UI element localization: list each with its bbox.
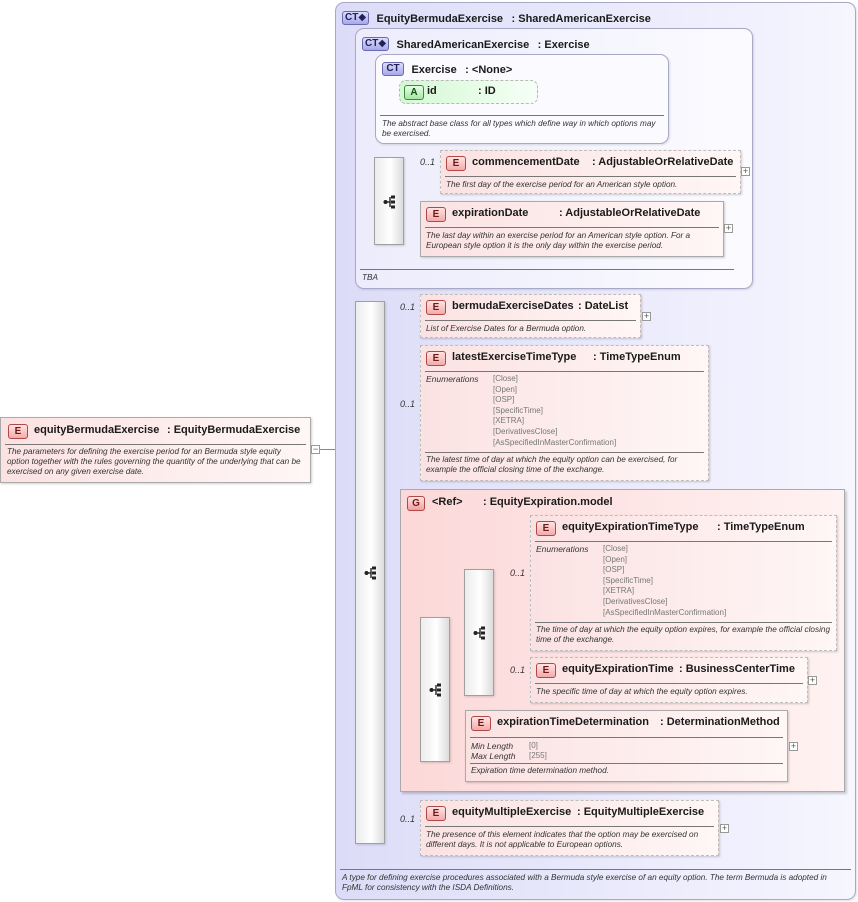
shared-type-header: CT◆ SharedAmericanExercise : Exercise bbox=[362, 35, 590, 53]
expand-toggle[interactable]: + bbox=[642, 311, 651, 321]
attribute-type: : ID bbox=[478, 85, 496, 97]
attribute-id[interactable]: A id : ID bbox=[399, 80, 538, 104]
sequence-compositor-group[interactable] bbox=[420, 617, 450, 762]
sequence-compositor-shared[interactable] bbox=[374, 157, 404, 245]
element-name: commencementDate bbox=[472, 156, 580, 168]
element-name: equityExpirationTimeType bbox=[562, 521, 699, 533]
element-type: : DateList bbox=[578, 300, 629, 312]
element-icon: E bbox=[536, 521, 556, 536]
element-expiration-time-determination[interactable]: E expirationTimeDetermination : Determin… bbox=[465, 710, 788, 782]
cardinality-label: 0..1 bbox=[510, 665, 526, 675]
complex-type-icon: CT◆ bbox=[342, 10, 370, 25]
element-icon: E bbox=[446, 156, 466, 171]
element-type: : AdjustableOrRelativeDate bbox=[592, 156, 734, 168]
element-name: bermudaExerciseDates bbox=[452, 300, 574, 312]
element-icon: E bbox=[426, 806, 446, 821]
root-type-header: CT◆ EquityBermudaExercise : SharedAmeric… bbox=[342, 9, 651, 27]
element-description: The parameters for defining the exercise… bbox=[7, 447, 301, 476]
element-name: equityBermudaExercise bbox=[34, 424, 160, 436]
exercise-type-name: Exercise bbox=[411, 64, 457, 76]
element-icon: E bbox=[471, 716, 491, 731]
element-equity-expiration-time-type[interactable]: E equityExpirationTimeType : TimeTypeEnu… bbox=[530, 515, 837, 651]
cardinality-label: 0..1 bbox=[420, 157, 436, 167]
element-type: : EquityBermudaExercise bbox=[167, 424, 301, 436]
attribute-name: id bbox=[427, 85, 437, 97]
element-description: The first day of the exercise period for… bbox=[446, 180, 678, 189]
complex-type-icon: CT bbox=[382, 61, 404, 76]
exercise-type-description: The abstract base class for all types wh… bbox=[382, 119, 656, 138]
facet-min-length-label: Min Length bbox=[471, 741, 514, 751]
element-expiration-date[interactable]: E expirationDate : AdjustableOrRelativeD… bbox=[420, 201, 724, 257]
enumerations-label: Enumerations bbox=[536, 544, 589, 554]
element-icon: E bbox=[426, 207, 446, 222]
sequence-compositor-icon bbox=[429, 683, 441, 697]
element-type: : AdjustableOrRelativeDate bbox=[559, 207, 701, 219]
facet-min-length-value: [0] bbox=[529, 741, 538, 750]
shared-type-name: SharedAmericanExercise bbox=[396, 39, 530, 51]
complex-type-icon: CT◆ bbox=[362, 36, 390, 51]
element-icon: E bbox=[8, 424, 28, 439]
enumeration-list: [Close] [Open] [OSP] [SpecificTime] [XET… bbox=[603, 544, 727, 617]
element-name: expirationDate bbox=[452, 207, 529, 219]
sequence-compositor-expiration[interactable] bbox=[464, 569, 494, 696]
cardinality-label: 0..1 bbox=[400, 814, 416, 824]
sequence-compositor-main[interactable] bbox=[355, 301, 385, 844]
element-name: equityExpirationTime bbox=[562, 663, 674, 675]
cardinality-label: 0..1 bbox=[510, 568, 526, 578]
group-name: : EquityExpiration.model bbox=[483, 496, 613, 508]
element-icon: E bbox=[426, 300, 446, 315]
element-description: Expiration time determination method. bbox=[471, 766, 609, 775]
expand-toggle[interactable]: + bbox=[724, 223, 733, 233]
element-description: The time of day at which the equity opti… bbox=[536, 625, 830, 644]
element-bermuda-exercise-dates[interactable]: E bermudaExerciseDates : DateList List o… bbox=[420, 294, 641, 338]
sequence-compositor-icon bbox=[473, 626, 485, 640]
element-icon: E bbox=[536, 663, 556, 678]
element-name: equityMultipleExercise bbox=[452, 806, 572, 818]
element-description: The specific time of day at which the eq… bbox=[536, 687, 748, 696]
attribute-icon: A bbox=[404, 85, 424, 100]
root-type-name: EquityBermudaExercise bbox=[376, 13, 504, 25]
shared-type-base: : Exercise bbox=[537, 39, 590, 51]
element-equity-multiple-exercise[interactable]: E equityMultipleExercise : EquityMultipl… bbox=[420, 800, 719, 856]
root-type-base: : SharedAmericanExercise bbox=[511, 13, 651, 25]
facet-max-length-label: Max Length bbox=[471, 751, 516, 761]
enumeration-list: [Close] [Open] [OSP] [SpecificTime] [XET… bbox=[493, 374, 617, 447]
element-description: The presence of this element indicates t… bbox=[426, 830, 699, 849]
element-type: : TimeTypeEnum bbox=[593, 351, 681, 363]
element-description: The last day within an exercise period f… bbox=[426, 231, 691, 250]
element-description: List of Exercise Dates for a Bermuda opt… bbox=[426, 324, 587, 333]
element-name: latestExerciseTimeType bbox=[452, 351, 577, 363]
facet-max-length-value: [255] bbox=[529, 751, 547, 760]
collapse-toggle[interactable]: − bbox=[311, 444, 320, 454]
sequence-compositor-icon bbox=[364, 566, 376, 580]
element-icon: E bbox=[426, 351, 446, 366]
element-type: : BusinessCenterTime bbox=[679, 663, 795, 675]
expand-toggle[interactable]: + bbox=[789, 741, 798, 751]
element-type: : EquityMultipleExercise bbox=[577, 806, 705, 818]
element-description: The latest time of day at which the equi… bbox=[426, 455, 678, 474]
element-equity-bermuda-exercise[interactable]: E equityBermudaExercise : EquityBermudaE… bbox=[0, 417, 311, 483]
cardinality-label: 0..1 bbox=[400, 399, 416, 409]
element-type: : TimeTypeEnum bbox=[717, 521, 805, 533]
element-equity-expiration-time[interactable]: E equityExpirationTime : BusinessCenterT… bbox=[530, 657, 808, 703]
expand-toggle[interactable]: + bbox=[720, 823, 729, 833]
shared-type-description: TBA bbox=[362, 273, 378, 282]
group-icon: G bbox=[407, 496, 425, 511]
group-ref-label: <Ref> bbox=[432, 496, 463, 508]
element-name: expirationTimeDetermination bbox=[497, 716, 649, 728]
expand-toggle[interactable]: + bbox=[808, 675, 817, 685]
element-latest-exercise-time-type[interactable]: E latestExerciseTimeType : TimeTypeEnum … bbox=[420, 345, 709, 481]
cardinality-label: 0..1 bbox=[400, 302, 416, 312]
exercise-type-header: CT Exercise : <None> bbox=[382, 60, 512, 78]
sequence-compositor-icon bbox=[383, 195, 395, 209]
element-type: : DeterminationMethod bbox=[660, 716, 780, 728]
exercise-type-base: : <None> bbox=[465, 64, 513, 76]
root-type-description: A type for defining exercise procedures … bbox=[342, 873, 827, 892]
enumerations-label: Enumerations bbox=[426, 374, 479, 384]
expand-toggle[interactable]: + bbox=[741, 166, 750, 176]
element-commencement-date[interactable]: E commencementDate : AdjustableOrRelativ… bbox=[440, 150, 741, 194]
